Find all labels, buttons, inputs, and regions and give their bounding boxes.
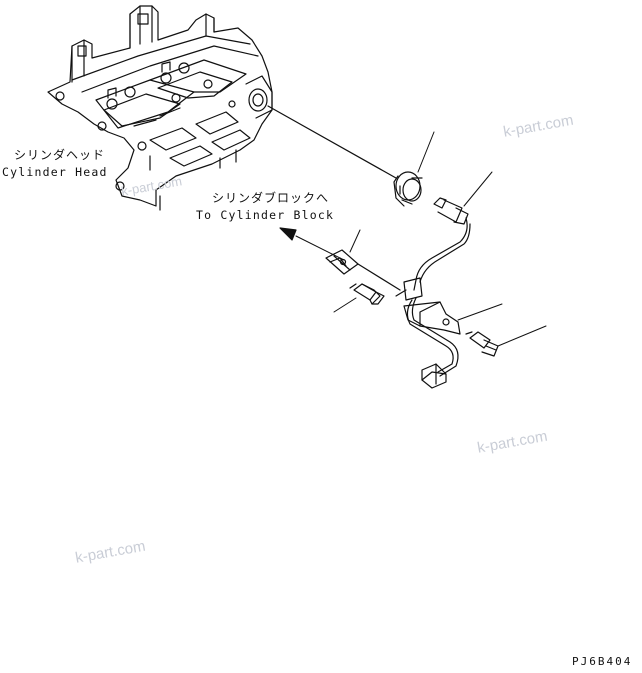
cylinder-head-label-en: Cylinder Head (2, 165, 108, 179)
bolt-right-part (465, 331, 499, 357)
cylinder-head-label-jp: シリンダヘッド (14, 148, 106, 162)
clamp-callout-line (349, 229, 361, 253)
drawing-code: PJ6B404 (572, 655, 633, 668)
to-cylinder-block-arrowhead (279, 227, 297, 241)
sensor-harness (395, 197, 471, 389)
plug-part (393, 171, 423, 207)
bracket-callout-line (457, 303, 503, 321)
cylinder-block-label-en: To Cylinder Block (196, 208, 335, 222)
bolt-left-callout-line (333, 297, 357, 313)
cylinder-block-label-jp: シリンダブロックへ (212, 191, 330, 205)
head-port-leader-line (267, 105, 397, 179)
to-cylinder-block-line (295, 235, 345, 261)
plug-callout-line (417, 131, 435, 173)
bolt-right-callout-line (497, 325, 547, 347)
bolt-left-part (349, 283, 385, 305)
sensor-callout-line (463, 171, 493, 207)
cylinder-head-illustration (47, 5, 273, 211)
